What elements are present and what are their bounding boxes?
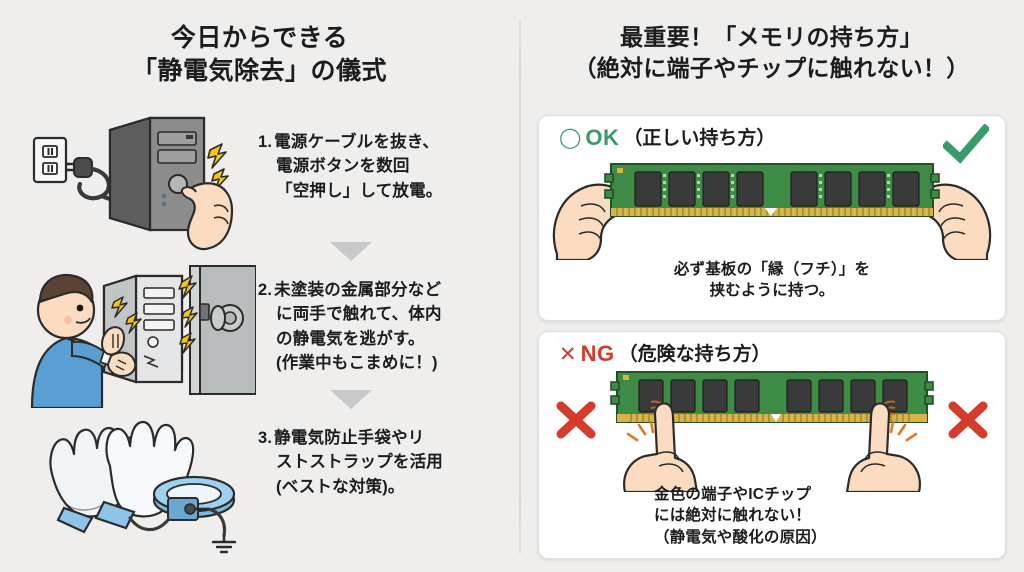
check-mark-icon: [941, 123, 991, 164]
step-2-line-1: 未塗装の金属部分など: [274, 281, 442, 299]
step-3-line-3: (ベストな対策)。: [276, 477, 405, 496]
right-title-line-2: （絶対に端子やチップに触れない！）: [573, 54, 970, 81]
arrow-down-icon: [330, 390, 372, 409]
step-1-line-1: 電源ケーブルを抜き、: [274, 133, 440, 151]
ok-caption: 必ず基板の「縁（フチ）」を 挟むように持つ。: [539, 259, 1005, 302]
ng-subtitle: （危険な持ち方）: [618, 343, 771, 365]
step-3-text: 3.静電気防止手袋やリ ストストラップを活用 (ベストな対策)。: [258, 426, 508, 499]
step-2-illustration: [18, 260, 257, 410]
step-3-line-1: 静電気防止手袋やリ: [274, 429, 425, 447]
step-2-line-2: に両手で触れて、体内: [276, 305, 442, 324]
ok-caption-line-2: 挟むように持つ。: [709, 282, 835, 300]
step-1-line-2: 電源ボタンを数回: [276, 157, 410, 176]
ok-illustration: [539, 150, 1005, 262]
step-1-illustration: [18, 112, 256, 260]
ok-label: OK: [585, 125, 620, 150]
left-panel-title: 今日からできる 「静電気除去」の儀式: [0, 22, 519, 89]
arrow-down-icon: [330, 242, 372, 261]
step-2-text: 2.未塗装の金属部分など に両手で触れて、体内 の静電気を逃がす。 (作業中もこ…: [258, 278, 508, 375]
right-panel: 最重要！「メモリの持ち方」 （絶対に端子やチップに触れない！） ◯ OK （正し…: [519, 0, 1024, 572]
ok-subtitle: （正しい持ち方）: [623, 127, 776, 149]
ng-caption: 金色の端子やICチップ には絶対に触れない！ （静電気や酸化の原因）: [654, 484, 914, 548]
left-panel: 今日からできる 「静電気除去」の儀式: [0, 22, 519, 562]
steps-list: 1.電源ケーブルを抜き、 電源ボタンを数回 「空押し」して放電。: [0, 112, 519, 562]
step-item: 1.電源ケーブルを抜き、 電源ボタンを数回 「空押し」して放電。: [0, 112, 519, 260]
step-2-number: 2.: [258, 281, 273, 299]
ok-caption-line-1: 必ず基板の「縁（フチ）」を: [673, 261, 871, 278]
right-title-line-1: 最重要！「メモリの持ち方」: [620, 24, 923, 50]
ng-caption-line-1: 金色の端子やICチップ: [654, 486, 812, 503]
step-1-text: 1.電源ケーブルを抜き、 電源ボタンを数回 「空押し」して放電。: [258, 130, 508, 203]
step-item: 2.未塗装の金属部分など に両手で触れて、体内 の静電気を逃がす。 (作業中もこ…: [0, 260, 519, 410]
step-1-number: 1.: [258, 133, 273, 151]
ok-card-header: ◯ OK （正しい持ち方）: [559, 127, 775, 149]
step-3-illustration: [18, 408, 256, 556]
panel-divider: [519, 18, 521, 554]
step-item: 3.静電気防止手袋やリ ストストラップを活用 (ベストな対策)。: [0, 408, 519, 556]
step-2-line-4: (作業中もこまめに！): [276, 353, 438, 372]
right-panel-title: 最重要！「メモリの持ち方」 （絶対に端子やチップに触れない！）: [519, 22, 1024, 83]
ng-card: ✕ NG （危険な持ち方）: [538, 331, 1006, 559]
ok-card: ◯ OK （正しい持ち方）: [538, 115, 1006, 321]
ng-caption-line-2: には絶対に触れない！: [654, 507, 812, 525]
ng-caption-line-3: （静電気や酸化の原因）: [654, 528, 827, 546]
step-2-line-3: の静電気を逃がす。: [276, 329, 425, 348]
ng-card-header: ✕ NG （危険な持ち方）: [559, 343, 771, 365]
ng-illustration: [539, 362, 1005, 494]
left-title-line-2: 「静電気除去」の儀式: [131, 57, 387, 86]
circle-mark-icon: ◯: [559, 127, 582, 149]
step-3-number: 3.: [258, 429, 273, 447]
cross-mark-icon: ✕: [559, 342, 577, 366]
left-title-line-1: 今日からできる: [170, 24, 349, 52]
step-1-line-3: 「空押し」して放電。: [276, 181, 443, 200]
step-3-line-2: ストストラップを活用: [276, 453, 443, 472]
ng-label: NG: [580, 341, 615, 366]
